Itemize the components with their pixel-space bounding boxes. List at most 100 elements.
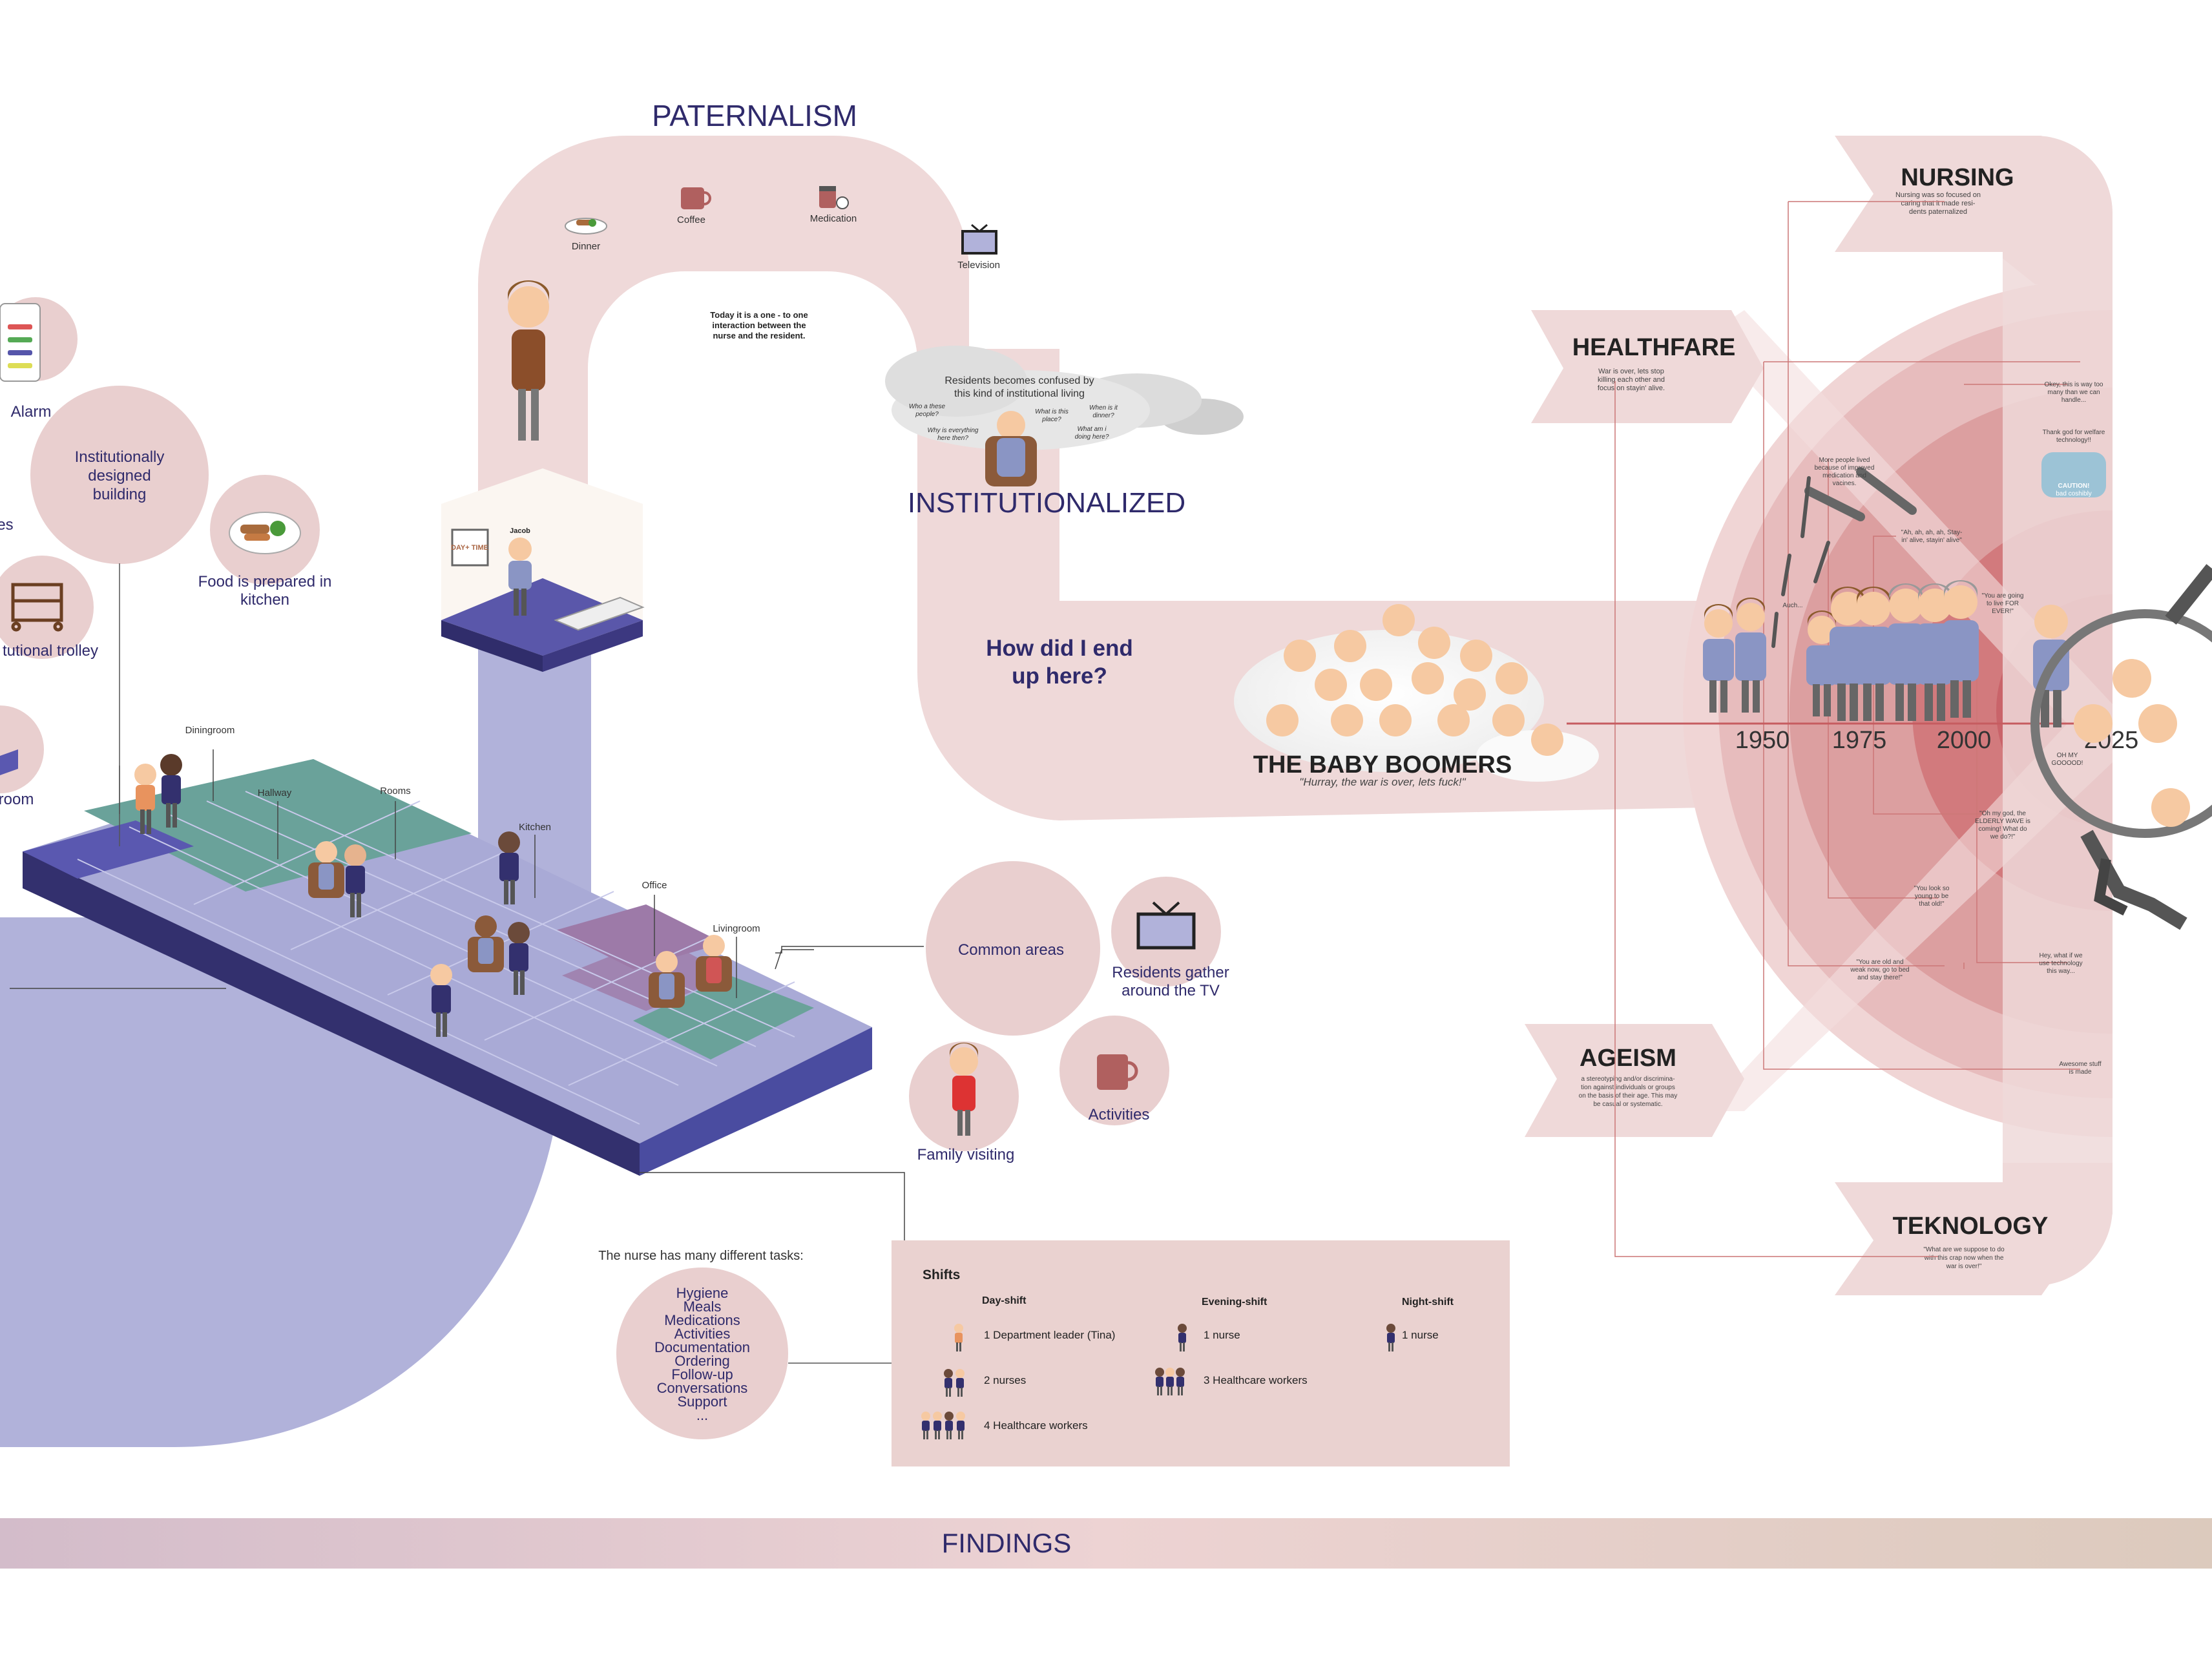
cloud-q3a: When is it — [1089, 404, 1118, 412]
caution-1: CAUTION! — [2058, 483, 2090, 490]
right-circle-labels: Common areas Residents gather around the… — [917, 941, 1229, 1163]
institutional-line-1: Institutionally — [75, 448, 165, 466]
cloud-q4b: here then? — [937, 435, 968, 442]
quote-thank-1: Thank god for welfare — [2043, 429, 2105, 436]
task-item: Hygiene — [676, 1285, 729, 1301]
evening-shift-header: Evening-shift — [1202, 1297, 1268, 1308]
quote-ohmy-2: GOOOOD! — [2052, 760, 2083, 767]
cloud-q2b: place? — [1041, 416, 1061, 423]
findings-bar — [0, 1518, 2212, 1569]
task-item: Follow-up — [671, 1366, 733, 1382]
staff-worker-icon — [921, 1412, 930, 1439]
timeline-years: 1950 1975 2000 2025 — [1735, 727, 2139, 754]
quote-ah-2: in' alive, stayin' alive" — [1901, 537, 1962, 544]
timeline-people — [1703, 580, 2069, 727]
interaction-line-2: interaction between the — [712, 320, 806, 330]
activities-mug-icon — [1097, 1054, 1138, 1090]
quote-auch: Auch... — [1782, 602, 1802, 609]
person-1975-c — [1855, 587, 1892, 721]
day-shift-item-1: 1 Department leader (Tina) — [984, 1329, 1115, 1341]
tasks-circle — [616, 1268, 788, 1439]
staff-worker-icon — [1176, 1368, 1185, 1395]
shifts-box — [892, 1240, 1510, 1466]
quote-forever-2: to live FOR — [1987, 600, 2019, 607]
person-hall-c — [468, 915, 504, 972]
floor-label-leaders — [10, 749, 924, 1240]
resident-in-chair — [985, 411, 1037, 486]
year-2000: 2000 — [1937, 727, 1992, 754]
paternalism-title: PATERNALISM — [652, 99, 857, 132]
staff-worker-icon — [1165, 1368, 1174, 1395]
cloud-q4a: Why is everything — [928, 427, 979, 434]
cloud-q1a: Who a these — [909, 403, 946, 410]
quote-old-1: "You are old and — [1856, 959, 1903, 966]
quote-wave-4: we do?!" — [1990, 833, 2016, 840]
staff-leader-icon — [954, 1324, 963, 1351]
confusion-cloud — [885, 346, 1244, 450]
food-line-1: Food is prepared in — [198, 573, 332, 590]
person-living-a — [649, 951, 685, 1008]
coffee-icon — [681, 187, 711, 209]
person-living-b — [696, 935, 732, 992]
teknology-text-2: with this crap now when the — [1924, 1255, 2004, 1262]
television-label: Television — [957, 260, 1000, 271]
teknology-text-3: war is over!" — [1946, 1263, 1982, 1270]
trolley-label: tutional trolley — [3, 642, 98, 660]
shifts-title: Shifts — [923, 1268, 960, 1282]
tasks-intro: The nurse has many different tasks: — [598, 1249, 804, 1263]
quote-ohmy-1: OH MY — [2057, 752, 2078, 759]
label-livingroom: Livingroom — [713, 923, 760, 934]
trolley-icon — [11, 583, 63, 632]
shift-staff-icons — [921, 1324, 1395, 1439]
staff-nurse-icon — [1178, 1324, 1187, 1351]
teknology-text-1: "What are we suppose to do — [1923, 1246, 2005, 1253]
cloud-q5a: What am i — [1077, 426, 1107, 433]
right-circles — [909, 861, 1221, 1151]
person-dining-b — [160, 754, 182, 828]
quote-wave-2: ELDERLY WAVE is — [1975, 818, 2030, 825]
task-item: Medications — [664, 1312, 740, 1328]
quote-wave-3: coming! What do — [1978, 826, 2027, 833]
staff-worker-icon — [944, 1412, 954, 1439]
institutional-line-2: designed — [88, 467, 151, 485]
jacob-room — [441, 468, 645, 672]
label-diningroom: Diningroom — [185, 725, 235, 736]
room-label: room — [0, 791, 34, 808]
institutionalized-title: INSTITUTIONALIZED — [908, 487, 1185, 519]
quote-wave-1: "Oh my god, the — [1979, 810, 2026, 817]
tasks-list: Hygiene Meals Medications Activities Doc… — [654, 1285, 750, 1423]
interaction-line-3: nurse and the resident. — [713, 331, 805, 340]
food-plate-icon — [229, 512, 301, 554]
cloud-q1b: people? — [915, 411, 939, 418]
quote-young-3: that old!" — [1919, 901, 1945, 908]
cloud-q5b: doing here? — [1075, 433, 1109, 441]
timeline-quotes: Okey, this is way too many than we can h… — [1782, 381, 2106, 1076]
task-item: Conversations — [657, 1380, 748, 1396]
task-item: Support — [677, 1393, 727, 1410]
coffee-label: Coffee — [677, 214, 705, 225]
task-item: Meals — [683, 1299, 722, 1315]
nursing-arrow: NURSING Nursing was so focused on caring… — [1835, 136, 2080, 252]
healthfare-title: HEALTHFARE — [1572, 334, 1736, 361]
quote-hey-3: this way... — [2047, 968, 2075, 975]
left-circle-labels: Alarm Institutionally designed building … — [0, 403, 331, 808]
robot-claw — [2030, 564, 2212, 930]
syringe-icons — [1771, 467, 1917, 648]
quote-more-2: because of improved — [1815, 464, 1875, 472]
medication-icon — [819, 186, 849, 209]
ageism-title: AGEISM — [1580, 1045, 1676, 1072]
person-1950-a — [1703, 604, 1734, 713]
jacob-sign: DAY+ TIME — [451, 544, 488, 552]
nurse-figure — [508, 280, 549, 441]
staff-nurse-icon — [944, 1369, 953, 1397]
ageism-text-4: be casual or systematic. — [1593, 1101, 1662, 1108]
dinner-label: Dinner — [572, 241, 600, 252]
quote-forever-3: EVER!" — [1992, 608, 2014, 615]
cloud-q3b: dinner? — [1092, 412, 1114, 419]
left-circles — [0, 297, 320, 793]
quote-more-3: medication and — [1822, 472, 1866, 479]
evening-shift-item-2: 3 Healthcare workers — [1204, 1374, 1308, 1386]
night-shift-header: Night-shift — [1402, 1297, 1454, 1308]
quote-okey-1: Okey, this is way too — [2045, 381, 2103, 388]
findings-title: FINDINGS — [942, 1528, 1072, 1558]
